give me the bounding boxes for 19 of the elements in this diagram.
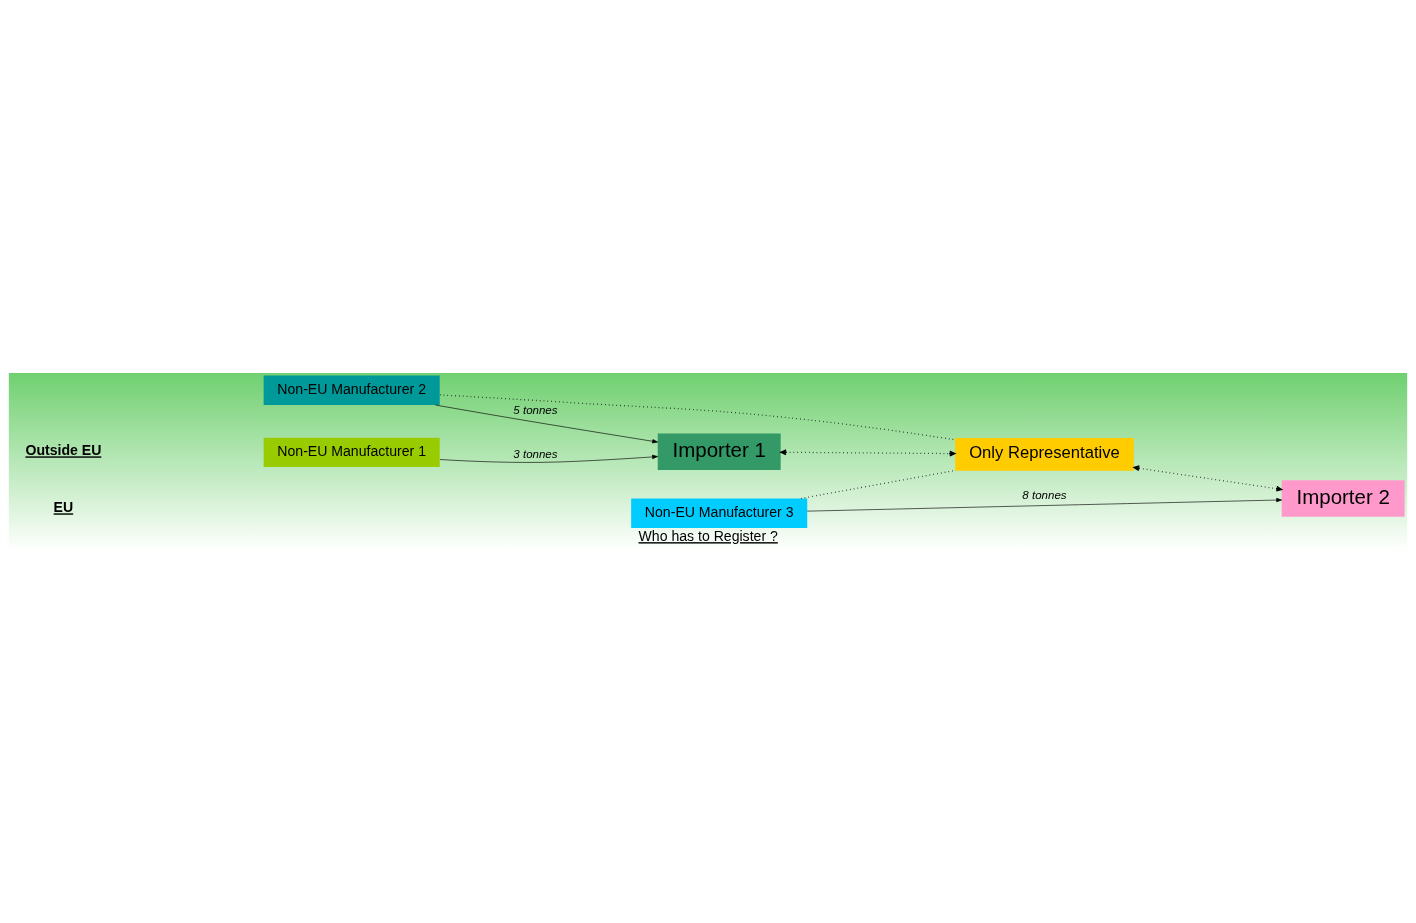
arrow	[806, 497, 1282, 511]
arrow	[439, 454, 658, 463]
node-box: Non-EU Manufacturer 2	[263, 375, 440, 405]
arrow	[435, 404, 659, 443]
connector	[800, 469, 956, 499]
edge-label: 8 tonnes	[1022, 488, 1067, 501]
edge-label: 3 tonnes	[513, 447, 558, 460]
edge-label: 5 tonnes	[513, 403, 558, 416]
arrow	[1133, 464, 1283, 492]
node-box: Importer 2	[1281, 479, 1405, 517]
node-box: Only Representative	[955, 437, 1134, 471]
connector	[439, 393, 956, 440]
node-box: Non-EU Manufacturer 3	[631, 498, 808, 528]
node-box: Non-EU Manufacturer 1	[263, 437, 440, 467]
arrow	[780, 448, 956, 456]
label: EU	[53, 498, 74, 515]
caption: Who has to Register ?	[638, 527, 778, 544]
label: Outside EU	[25, 441, 102, 458]
node-box: Importer 1	[657, 433, 781, 470]
